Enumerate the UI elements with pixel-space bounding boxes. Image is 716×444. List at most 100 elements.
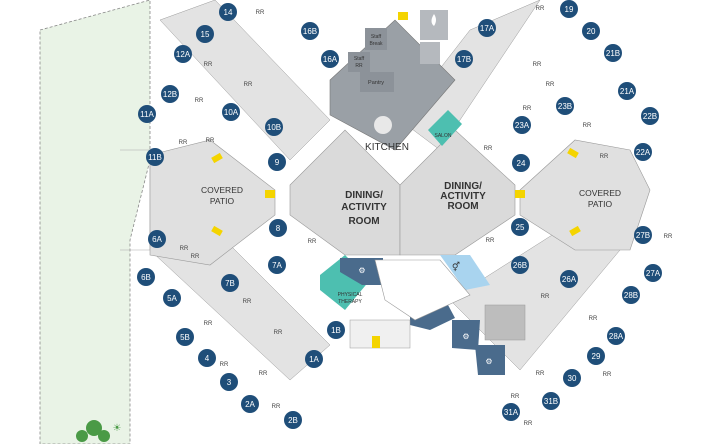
room-marker-11a[interactable]: 11A [138,105,156,123]
room-marker-1a[interactable]: 1A [305,350,323,368]
room-marker-label: 28B [624,291,638,300]
room-marker-2a[interactable]: 2A [241,395,259,413]
room-marker-circle [502,403,520,421]
room-marker-16b[interactable]: 16B [301,22,319,40]
room-marker-circle [560,0,578,18]
restroom-label: RR [243,299,252,305]
room-marker-24[interactable]: 24 [512,154,530,172]
restroom-label: RR [583,123,592,129]
room-marker-label: 3 [227,378,232,387]
tree-icon [98,430,110,442]
restrooms-area [440,255,490,290]
restroom-label: RR [180,246,189,252]
room-marker-5a[interactable]: 5A [163,289,181,307]
room-marker-5b[interactable]: 5B [176,328,194,346]
restroom-label: RR [274,330,283,336]
room-marker-circle [284,411,302,429]
patio-left-label-line1: COVERED [201,185,243,195]
room-marker-label: 6B [141,273,151,282]
room-marker-circle [222,103,240,121]
patio-right-label: COVERED PATIO [579,188,621,209]
dining-left-label-line2: ACTIVITY [341,202,387,213]
room-marker-7b[interactable]: 7B [221,274,239,292]
room-marker-29[interactable]: 29 [587,347,605,365]
mech-room-1 [340,258,383,285]
room-marker-12a[interactable]: 12A [174,45,192,63]
restroom-label: RR [195,98,204,104]
room-marker-label: 20 [587,27,596,36]
room-marker-circle [511,218,529,236]
room-marker-31a[interactable]: 31A [502,403,520,421]
room-marker-circle [241,395,259,413]
room-marker-31b[interactable]: 31B [542,392,560,410]
room-marker-circle [305,350,323,368]
room-marker-circle [163,289,181,307]
room-marker-14[interactable]: 14 [219,3,237,21]
entrance-lobby [374,259,471,321]
room-marker-9[interactable]: 9 [268,153,286,171]
room-marker-3[interactable]: 3 [220,373,238,391]
room-marker-4[interactable]: 4 [198,349,216,367]
room-marker-label: 27B [636,231,650,240]
flame-icon [431,14,436,26]
room-marker-circle [607,327,625,345]
restroom-label: RR [259,371,268,377]
room-marker-10b[interactable]: 10B [265,118,283,136]
room-marker-circle [511,256,529,274]
room-marker-10a[interactable]: 10A [222,103,240,121]
room-marker-circle [622,286,640,304]
room-marker-circle [176,328,194,346]
room-marker-circle [198,349,216,367]
room-marker-8[interactable]: 8 [269,219,287,237]
room-marker-label: 30 [568,374,577,383]
room-marker-circle [512,154,530,172]
room-marker-17a[interactable]: 17A [478,19,496,37]
room-marker-1b[interactable]: 1B [327,321,345,339]
pantry-room [360,72,394,92]
restroom-people-icon: ⚥ [452,261,460,272]
room-marker-26b[interactable]: 26B [511,256,529,274]
kitchen-label: KITCHEN [365,142,409,153]
room-marker-6b[interactable]: 6B [137,268,155,286]
room-marker-label: 22B [643,112,657,121]
room-marker-27a[interactable]: 27A [644,264,662,282]
room-marker-22a[interactable]: 22A [634,143,652,161]
room-marker-23b[interactable]: 23B [556,97,574,115]
room-marker-circle [634,143,652,161]
room-marker-27b[interactable]: 27B [634,226,652,244]
door-accent [567,147,579,159]
restroom-labels: RRRRRRRRRRRRRRRRRRRRRRRRRRRRRRRRRRRRRRRR… [179,6,673,427]
door-accent [398,12,408,20]
chef-icon [374,116,392,134]
patio-right-label-line1: COVERED [579,188,621,198]
mech-room-3 [452,320,480,350]
room-marker-label: 26A [562,275,577,284]
room-marker-circle [219,3,237,21]
room-marker-30[interactable]: 30 [563,369,581,387]
room-marker-circle [587,347,605,365]
room-marker-20[interactable]: 20 [582,22,600,40]
room-marker-16a[interactable]: 16A [321,50,339,68]
room-marker-21a[interactable]: 21A [618,82,636,100]
room-marker-2b[interactable]: 2B [284,411,302,429]
restroom-label: RR [244,82,253,88]
dining-left-label-line3: ROOM [348,216,379,227]
room-marker-19[interactable]: 19 [560,0,578,18]
room-marker-11b[interactable]: 11B [146,148,164,166]
room-marker-15[interactable]: 15 [196,25,214,43]
room-marker-label: 27A [646,269,661,278]
room-marker-12b[interactable]: 12B [161,85,179,103]
room-marker-26a[interactable]: 26A [560,270,578,288]
room-marker-17b[interactable]: 17B [455,50,473,68]
room-marker-7a[interactable]: 7A [268,256,286,274]
room-marker-6a[interactable]: 6A [148,230,166,248]
room-marker-23a[interactable]: 23A [513,116,531,134]
room-marker-circle [268,153,286,171]
room-marker-21b[interactable]: 21B [604,44,622,62]
room-marker-28a[interactable]: 28A [607,327,625,345]
room-marker-label: 28A [609,332,624,341]
room-marker-22b[interactable]: 22B [641,107,659,125]
room-marker-25[interactable]: 25 [511,218,529,236]
room-marker-28b[interactable]: 28B [622,286,640,304]
